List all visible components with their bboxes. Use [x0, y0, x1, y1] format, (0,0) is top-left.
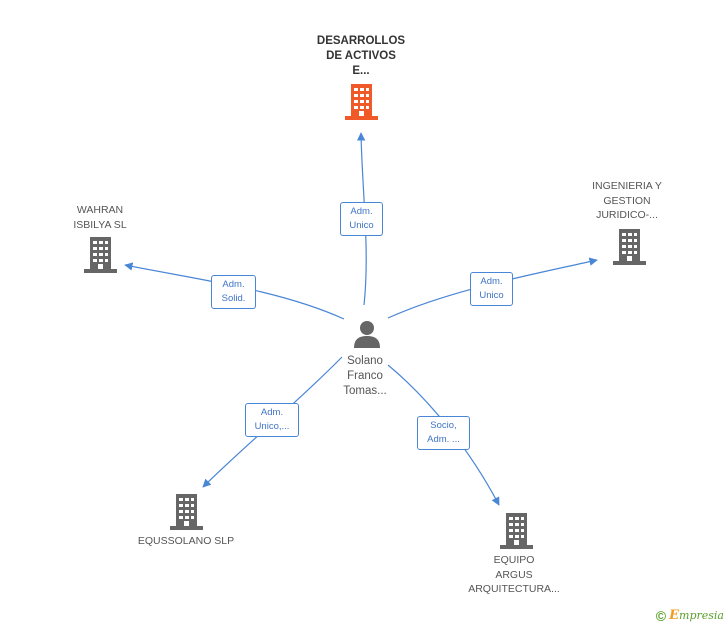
- company-name-line: INGENIERIA Y: [592, 180, 662, 192]
- copyright-symbol: ©: [655, 608, 667, 624]
- relation-label-line: Adm.: [480, 276, 503, 287]
- relation-label-line: Unico: [479, 290, 504, 301]
- relation-label-line: Unico: [349, 220, 374, 231]
- relation-label-line: Socio,: [430, 420, 457, 431]
- building-icon[interactable]: [84, 237, 117, 273]
- company-name-line: E...: [352, 65, 370, 77]
- company-name-line: EQUIPO: [493, 554, 535, 566]
- relation-label-line: Adm.: [350, 206, 373, 217]
- person-name-line: Solano: [347, 355, 383, 367]
- company-name-line: DE ACTIVOS: [326, 50, 396, 62]
- brand-name: mpresia: [679, 608, 724, 622]
- relation-label-line: Adm.: [222, 279, 245, 290]
- company-name-line: ARQUITECTURA...: [468, 583, 560, 595]
- person-name-line: Tomas...: [343, 385, 387, 397]
- relation-label-wahran[interactable]: Adm. Solid.: [211, 275, 256, 309]
- relation-label-equssolano[interactable]: Adm. Unico,...: [245, 403, 299, 437]
- relation-label-line: Solid.: [221, 293, 246, 304]
- relation-label-line: Unico,...: [254, 421, 290, 432]
- building-icon[interactable]: [345, 84, 378, 120]
- relation-label-line: Adm.: [260, 407, 284, 418]
- person-name[interactable]: Solano Franco Tomas...: [315, 354, 415, 399]
- person-name-line: Franco: [347, 370, 383, 382]
- building-icon[interactable]: [170, 494, 203, 530]
- person-icon[interactable]: [353, 320, 381, 348]
- relation-label-ingenieria[interactable]: Adm. Unico: [470, 272, 513, 306]
- company-name-line: EQUSSOLANO SLP: [137, 535, 235, 547]
- company-name-line: GESTION: [603, 194, 651, 207]
- company-name-line: ARGUS: [495, 568, 533, 581]
- company-name-line: WAHRAN: [76, 204, 124, 216]
- relation-label-desarrollos[interactable]: Adm. Unico: [340, 202, 383, 236]
- brand-initial: E: [669, 607, 680, 623]
- company-name-line: JURIDICO-...: [596, 209, 658, 221]
- relation-label-line: Adm. ...: [427, 434, 460, 445]
- company-name-line: DESARROLLOS: [316, 35, 406, 47]
- relation-label-equipo[interactable]: Socio, Adm. ...: [417, 416, 470, 450]
- building-icon[interactable]: [613, 229, 646, 265]
- company-name-equipo[interactable]: EQUIPO ARGUS ARQUITECTURA...: [464, 553, 564, 597]
- company-name-desarrollos[interactable]: DESARROLLOS DE ACTIVOS E...: [296, 34, 426, 79]
- company-name-ingenieria[interactable]: INGENIERIA Y GESTION JURIDICO-...: [577, 179, 677, 223]
- building-icon[interactable]: [500, 513, 533, 549]
- company-name-line: ISBILYA SL: [73, 218, 127, 231]
- company-name-wahran[interactable]: WAHRAN ISBILYA SL: [50, 203, 150, 232]
- company-name-equssolano[interactable]: EQUSSOLANO SLP: [126, 534, 246, 549]
- empresia-logo: © Empresia: [656, 608, 724, 624]
